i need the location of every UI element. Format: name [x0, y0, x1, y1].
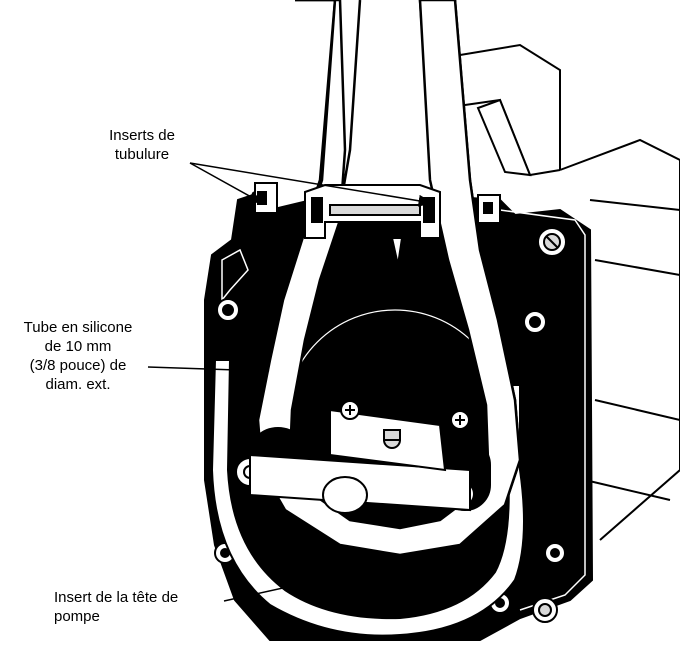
label-line: de 10 mm — [10, 337, 146, 356]
label-silicone-tube: Tube en silicone de 10 mm (3/8 pouce) de… — [10, 318, 146, 394]
label-line: Tube en silicone — [10, 318, 146, 337]
label-line: (3/8 pouce) de — [10, 356, 146, 375]
label-pump-head-insert: Insert de la tête de pompe — [54, 588, 224, 626]
label-tubing-inserts: Inserts de tubulure — [78, 126, 206, 164]
label-line: Inserts de — [78, 126, 206, 145]
label-line: pompe — [54, 607, 224, 626]
label-line: Insert de la tête de — [54, 588, 224, 607]
label-line: diam. ext. — [10, 375, 146, 394]
label-line: tubulure — [78, 145, 206, 164]
